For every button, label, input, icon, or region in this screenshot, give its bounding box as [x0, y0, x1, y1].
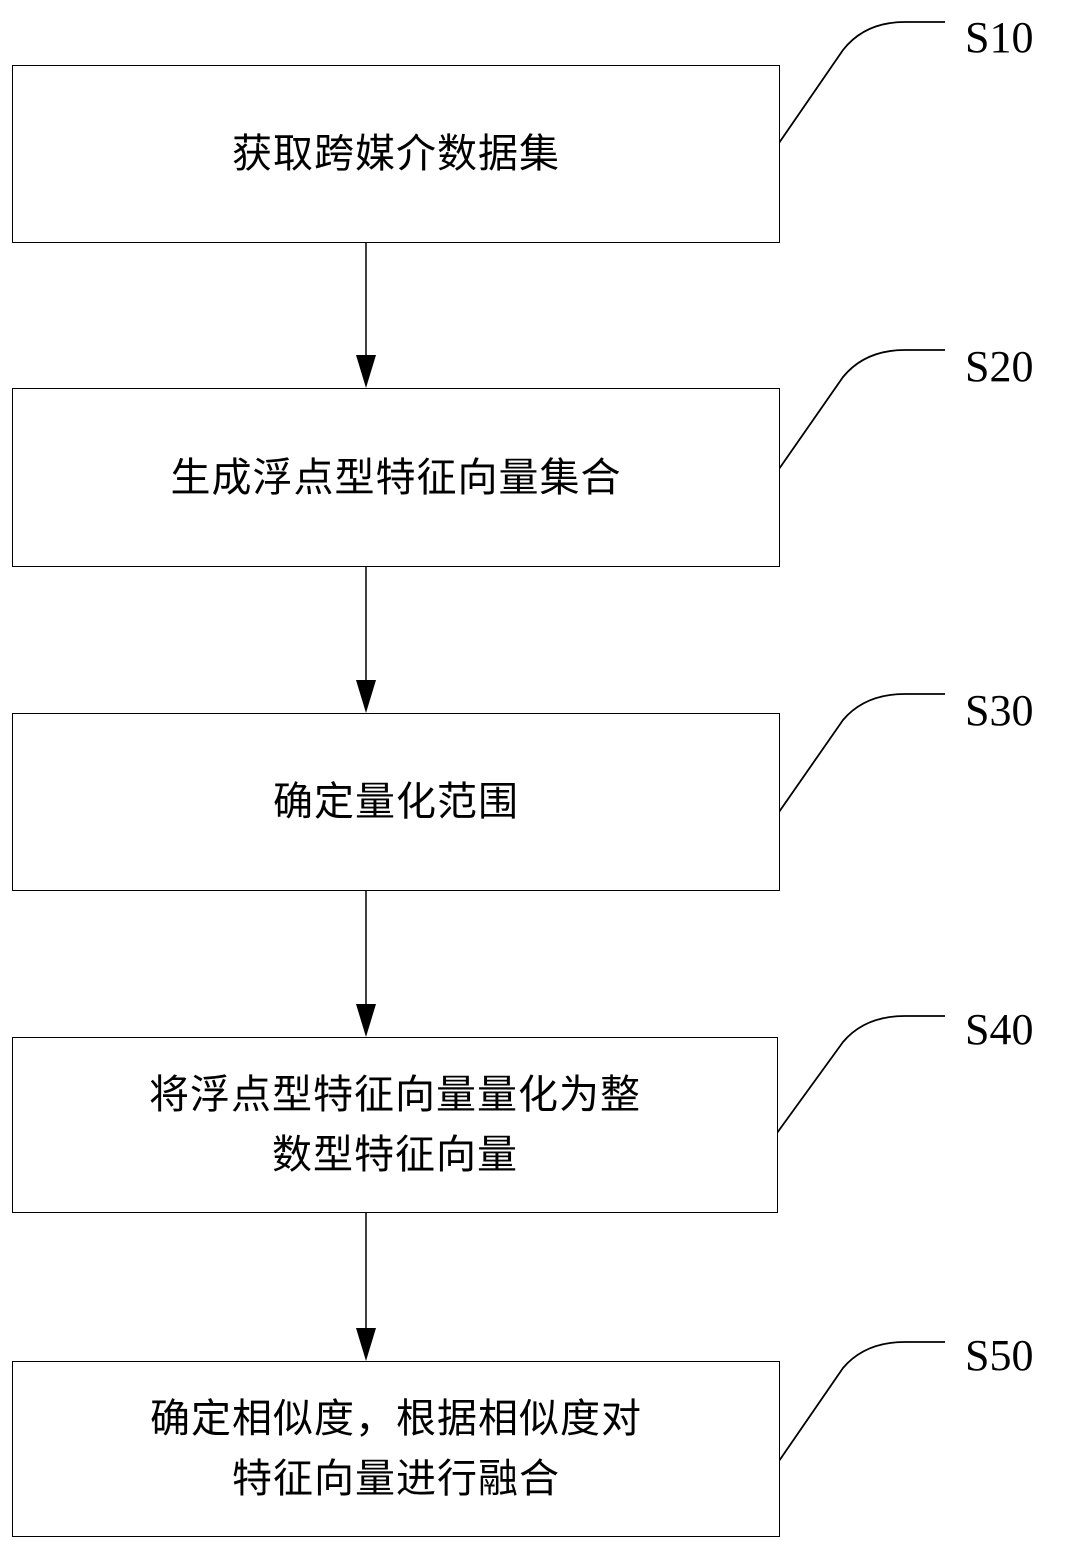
step-box-s30: 确定量化范围 [12, 713, 780, 891]
step-box-s50: 确定相似度，根据相似度对 特征向量进行融合 [12, 1361, 780, 1537]
step-box-s40: 将浮点型特征向量量化为整 数型特征向量 [12, 1037, 778, 1213]
step-text-s40: 将浮点型特征向量量化为整 数型特征向量 [149, 1072, 641, 1178]
arrow-s30-s40 [356, 890, 376, 1037]
leader-line-s40 [776, 1015, 945, 1134]
leader-line-s10 [778, 21, 945, 144]
step-label-s50: S50 [965, 1331, 1034, 1380]
leader-line-s20 [778, 349, 945, 470]
arrow-s40-s50 [356, 1212, 376, 1361]
step-label-s10: S10 [965, 13, 1034, 62]
step-text-s10: 获取跨媒介数据集 [232, 131, 560, 177]
arrow-s20-s30 [356, 566, 376, 713]
arrow-s10-s20 [356, 242, 376, 388]
step-label-s30: S30 [965, 686, 1034, 735]
leader-line-s50 [778, 1341, 945, 1462]
step-label-s20: S20 [965, 342, 1034, 391]
step-label-s40: S40 [965, 1005, 1034, 1054]
step-box-s20: 生成浮点型特征向量集合 [12, 388, 780, 567]
step-text-s20: 生成浮点型特征向量集合 [170, 454, 622, 501]
step-text-s50: 确定相似度，根据相似度对 特征向量进行融合 [150, 1396, 642, 1502]
step-box-s10: 获取跨媒介数据集 [12, 65, 780, 243]
step-text-s30: 确定量化范围 [273, 779, 519, 825]
leader-line-s30 [778, 693, 945, 813]
